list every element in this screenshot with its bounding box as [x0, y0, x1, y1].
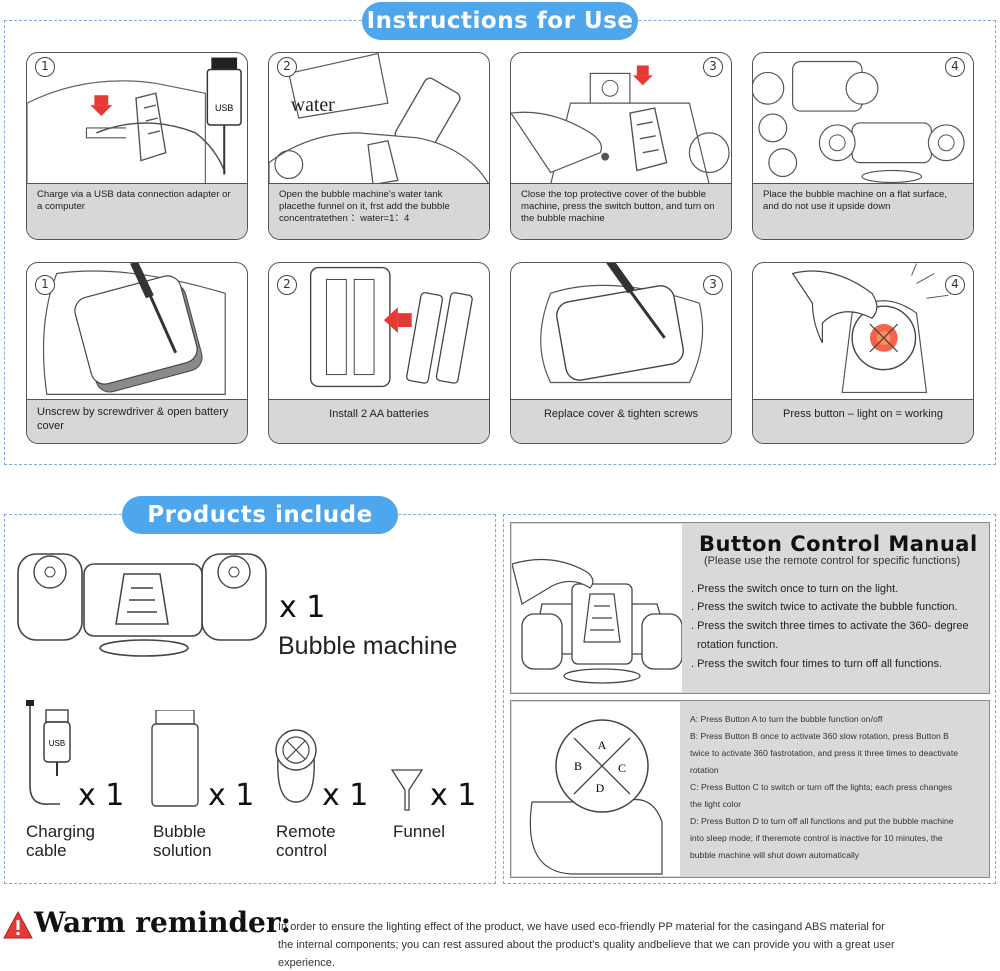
step-number: 2	[277, 275, 297, 295]
button-c-desc-1: C: Press Button C to switch or turn off …	[690, 782, 953, 792]
warning-icon	[3, 910, 33, 939]
bubble-machine-label: Bubble machine	[278, 632, 458, 660]
battery-card-install: 2 Install 2 AA batteries	[268, 262, 490, 444]
products-title: Products include	[122, 496, 398, 534]
step-caption: Press button – light on = working	[753, 399, 973, 443]
remote-label-2: control	[276, 841, 328, 860]
reminder-line-3: experience.	[278, 957, 335, 969]
battery-card-unscrew: 1 Unscrew by screwdriver & open battery …	[26, 262, 248, 444]
instruction-card-switch: 3 Close the top protective cover of the …	[510, 52, 732, 240]
remote-letter-a: A	[598, 738, 607, 752]
button-b-desc-3: rotation	[690, 765, 719, 775]
cable-qty: x 1	[78, 778, 125, 813]
cable-label-1: Charging	[26, 822, 95, 841]
button-d-desc-3: bubble machine will shut down automatica…	[690, 850, 860, 860]
placement-illustration	[753, 60, 965, 184]
bottle-icon	[151, 710, 199, 807]
button-d-desc-2: into sleep mode; if theremote control is…	[690, 833, 943, 843]
bubble-machine-image	[17, 553, 267, 657]
usb-cable-icon: USB	[26, 700, 71, 805]
replace-cover-illustration	[540, 263, 704, 384]
step-number: 1	[35, 275, 55, 295]
instruction-card-charge: USB 1 Charge via a USB data connection a…	[26, 52, 248, 240]
manual-step-3-cont: rotation function.	[697, 639, 779, 651]
remote-label-1: Remote	[276, 822, 336, 841]
step-number: 3	[703, 275, 723, 295]
water-fill-illustration: water	[269, 53, 489, 185]
battery-card-replace: 3 Replace cover & tighten screws	[510, 262, 732, 444]
machine-hand-illustration	[512, 558, 682, 684]
instruction-card-water: water 2 Open the bubble machine's water …	[268, 52, 490, 240]
usb-label: USB	[215, 103, 233, 113]
battery-install-illustration	[309, 266, 473, 388]
remote-qty: x 1	[322, 778, 369, 813]
funnel-qty: x 1	[430, 778, 477, 813]
remote-letter-c: C	[618, 761, 626, 775]
step-number: 2	[277, 57, 297, 77]
step-caption: Place the bubble machine on a flat surfa…	[753, 183, 973, 239]
solution-label-1: Bubble	[153, 822, 206, 841]
step-number: 4	[945, 275, 965, 295]
solution-qty: x 1	[208, 778, 255, 813]
reminder-title: Warm reminder:	[34, 906, 291, 939]
manual-section	[503, 514, 996, 884]
remote-letter-d: D	[596, 781, 605, 795]
step-caption: Charge via a USB data connection adapter…	[27, 183, 247, 239]
step-caption: Replace cover & tighten screws	[511, 399, 731, 443]
svg-text:USB: USB	[49, 739, 65, 748]
bubble-machine-qty: x 1	[279, 590, 326, 625]
manual-subtitle: (Please use the remote control for speci…	[704, 555, 961, 567]
step-caption: Unscrew by screwdriver & open battery co…	[27, 399, 247, 443]
button-c-desc-2: the light color	[690, 799, 742, 809]
reminder-line-2: the internal components; you can rest as…	[278, 939, 895, 951]
remote-icon	[275, 729, 317, 803]
button-a-desc: A: Press Button A to turn the bubble fun…	[690, 714, 883, 724]
unscrew-illustration	[42, 263, 226, 395]
switch-on-illustration	[511, 65, 730, 185]
step-caption: Open the bubble machine's water tank pla…	[269, 183, 489, 239]
instruction-card-surface: 4 Place the bubble machine on a flat sur…	[752, 52, 974, 240]
press-button-illustration	[791, 263, 949, 394]
manual-step-3: . Press the switch three times to activa…	[691, 620, 969, 632]
remote-hand-illustration: A B C D	[529, 719, 663, 875]
solution-label-2: solution	[153, 841, 212, 860]
step-number: 3	[703, 57, 723, 77]
manual-step-1: . Press the switch once to turn on the l…	[691, 583, 899, 595]
button-d-desc-1: D: Press Button D to turn off all functi…	[690, 816, 954, 826]
manual-title: Button Control Manual	[699, 532, 978, 556]
battery-card-test: 4 Press button – light on = working	[752, 262, 974, 444]
funnel-label: Funnel	[393, 822, 445, 841]
step-number: 1	[35, 57, 55, 77]
instructions-title: Instructions for Use	[362, 2, 638, 40]
button-b-desc-2: twice to activate 360 fastrotation, and …	[690, 748, 958, 758]
remote-letter-b: B	[574, 759, 582, 773]
manual-step-2: . Press the switch twice to activate the…	[691, 601, 958, 613]
funnel-icon	[390, 769, 424, 811]
cable-label-2: cable	[26, 841, 67, 860]
reminder-line-1: In order to ensure the lighting effect o…	[278, 921, 885, 933]
manual-step-4: . Press the switch four times to turn of…	[691, 658, 943, 670]
water-label: water	[291, 94, 335, 116]
step-caption: Install 2 AA batteries	[269, 399, 489, 443]
step-number: 4	[945, 57, 965, 77]
step-caption: Close the top protective cover of the bu…	[511, 183, 731, 239]
usb-charging-illustration: USB	[27, 57, 242, 185]
button-b-desc-1: B: Press Button B once to activate 360 s…	[690, 731, 949, 741]
